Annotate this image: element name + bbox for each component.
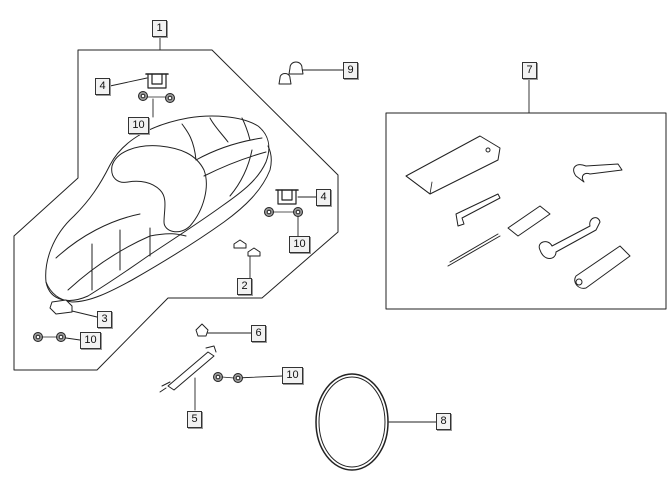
callout-4-top[interactable]: 4	[95, 78, 110, 95]
socket-wrench	[574, 245, 631, 289]
seat-seam-lines	[55, 117, 267, 291]
seat-seal-ring-part	[315, 373, 389, 471]
screwdriver-handle	[507, 205, 551, 237]
seat-outer-shell	[45, 115, 270, 301]
cable-clip-part	[195, 323, 209, 337]
tool-bag	[405, 135, 501, 195]
tool-kit-box	[385, 112, 667, 310]
seat-hook-part	[145, 73, 169, 89]
rubber-cap-part	[278, 61, 304, 85]
nut-part	[264, 207, 303, 217]
pin-spanner	[573, 163, 623, 183]
callout-2[interactable]: 2	[237, 278, 252, 295]
callout-10-top[interactable]: 10	[128, 117, 149, 134]
callout-7[interactable]: 7	[522, 62, 537, 79]
seat-group-outline	[13, 49, 339, 371]
seat-hinge-bracket-part	[233, 239, 261, 257]
seat-bottom-rim	[45, 145, 272, 303]
callout-10-left[interactable]: 10	[80, 332, 101, 349]
callout-4-right[interactable]: 4	[316, 189, 331, 206]
callout-10-right[interactable]: 10	[289, 236, 310, 253]
callout-1[interactable]: 1	[152, 20, 167, 37]
callout-3[interactable]: 3	[97, 311, 112, 328]
callout-6[interactable]: 6	[251, 325, 266, 342]
hex-key	[455, 193, 501, 227]
seat-upper-section	[111, 145, 207, 233]
seat-rubber-pad-part	[49, 299, 73, 315]
tool-kit-part	[405, 135, 631, 289]
seat-assembly-part	[45, 115, 272, 303]
open-end-wrench	[538, 217, 601, 259]
seat-hook-part	[275, 189, 299, 205]
callout-10-bottom[interactable]: 10	[282, 367, 303, 384]
screwdriver-shaft	[447, 233, 501, 267]
nut-part	[33, 332, 66, 342]
nut-part	[213, 372, 243, 383]
nut-part	[138, 91, 175, 103]
seat-lock-cable-part	[159, 345, 217, 393]
callout-8[interactable]: 8	[436, 413, 451, 430]
callout-9[interactable]: 9	[343, 62, 358, 79]
leader-lines	[65, 37, 530, 423]
callout-5[interactable]: 5	[187, 411, 202, 428]
